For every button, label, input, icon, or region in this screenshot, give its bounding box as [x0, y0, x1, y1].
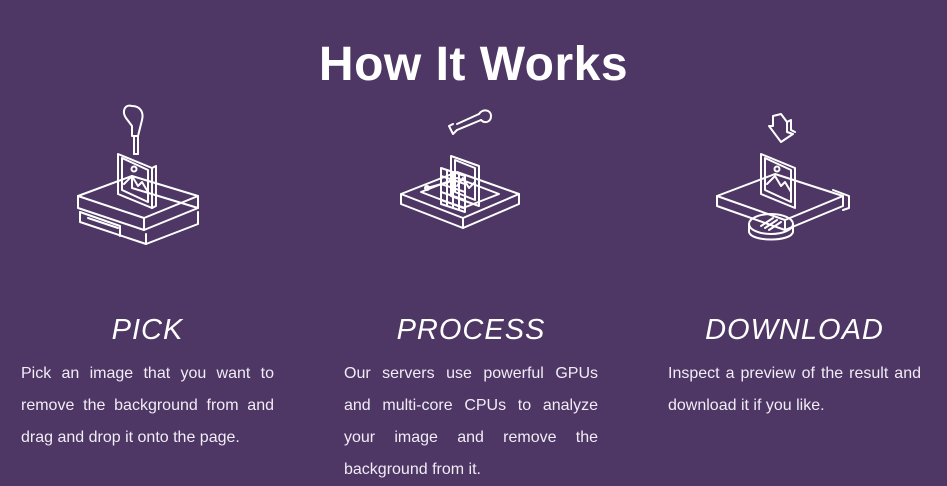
step-pick: PICK Pick an image that you want to remo…	[21, 96, 274, 446]
step-title-download: DOWNLOAD	[705, 314, 884, 347]
step-title-process: PROCESS	[396, 314, 546, 347]
pointer-hand-icon	[68, 96, 228, 256]
step-download: DOWNLOAD Inspect a preview of the result…	[668, 96, 921, 414]
step-description-download: Inspect a preview of the result and down…	[668, 365, 921, 414]
wrench-grid-icon	[391, 96, 551, 256]
page-title: How It Works	[318, 38, 629, 92]
step-description-process: Our servers use powerful GPUs and multi-…	[344, 365, 598, 478]
step-process: PROCESS Our servers use powerful GPUs an…	[344, 96, 598, 478]
step-description-pick: Pick an image that you want to remove th…	[21, 365, 274, 446]
step-title-pick: PICK	[111, 314, 184, 347]
download-arrow-icon	[715, 96, 875, 256]
